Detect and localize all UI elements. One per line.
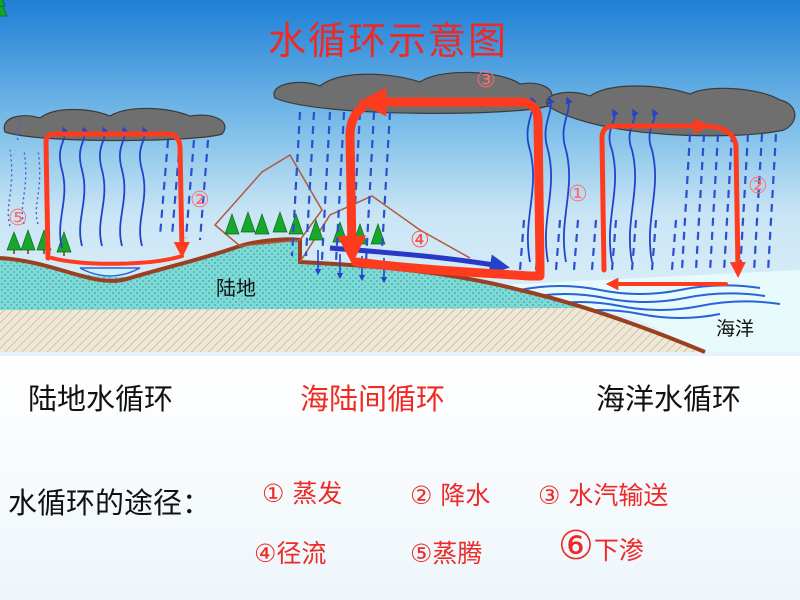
path-vapor-transport: ③ 水汽输送 [538, 481, 669, 510]
diagram-title: 水循环示意图 [268, 19, 509, 63]
path-evaporation: ① 蒸发 [262, 479, 343, 508]
path-transpiration: ⑤蒸腾 [410, 539, 483, 568]
marker-precipitation-land: ② [190, 188, 210, 213]
land-label: 陆地 [216, 276, 256, 300]
paths-heading: 水循环的途径： [8, 486, 212, 520]
marker-evaporation: ① [568, 182, 588, 207]
sea-land-cycle-label: 海陆间循环 [300, 382, 446, 416]
path-runoff: ④径流 [254, 539, 327, 568]
marker-precipitation-ocean: ② [748, 174, 768, 199]
marker-runoff: ④ [410, 228, 430, 253]
infiltration-number: ⑥ [558, 523, 594, 569]
marker-vapor-transport: ③ [476, 68, 496, 93]
infiltration-text: 下渗 [593, 536, 644, 565]
ocean-label: 海洋 [716, 318, 755, 340]
land-cycle-label: 陆地水循环 [28, 382, 174, 416]
path-precipitation: ② 降水 [410, 481, 491, 510]
path-infiltration: ⑥下渗 [558, 526, 644, 567]
marker-transpiration: ⑤ [8, 206, 28, 231]
ocean-cycle-label: 海洋水循环 [596, 382, 742, 416]
